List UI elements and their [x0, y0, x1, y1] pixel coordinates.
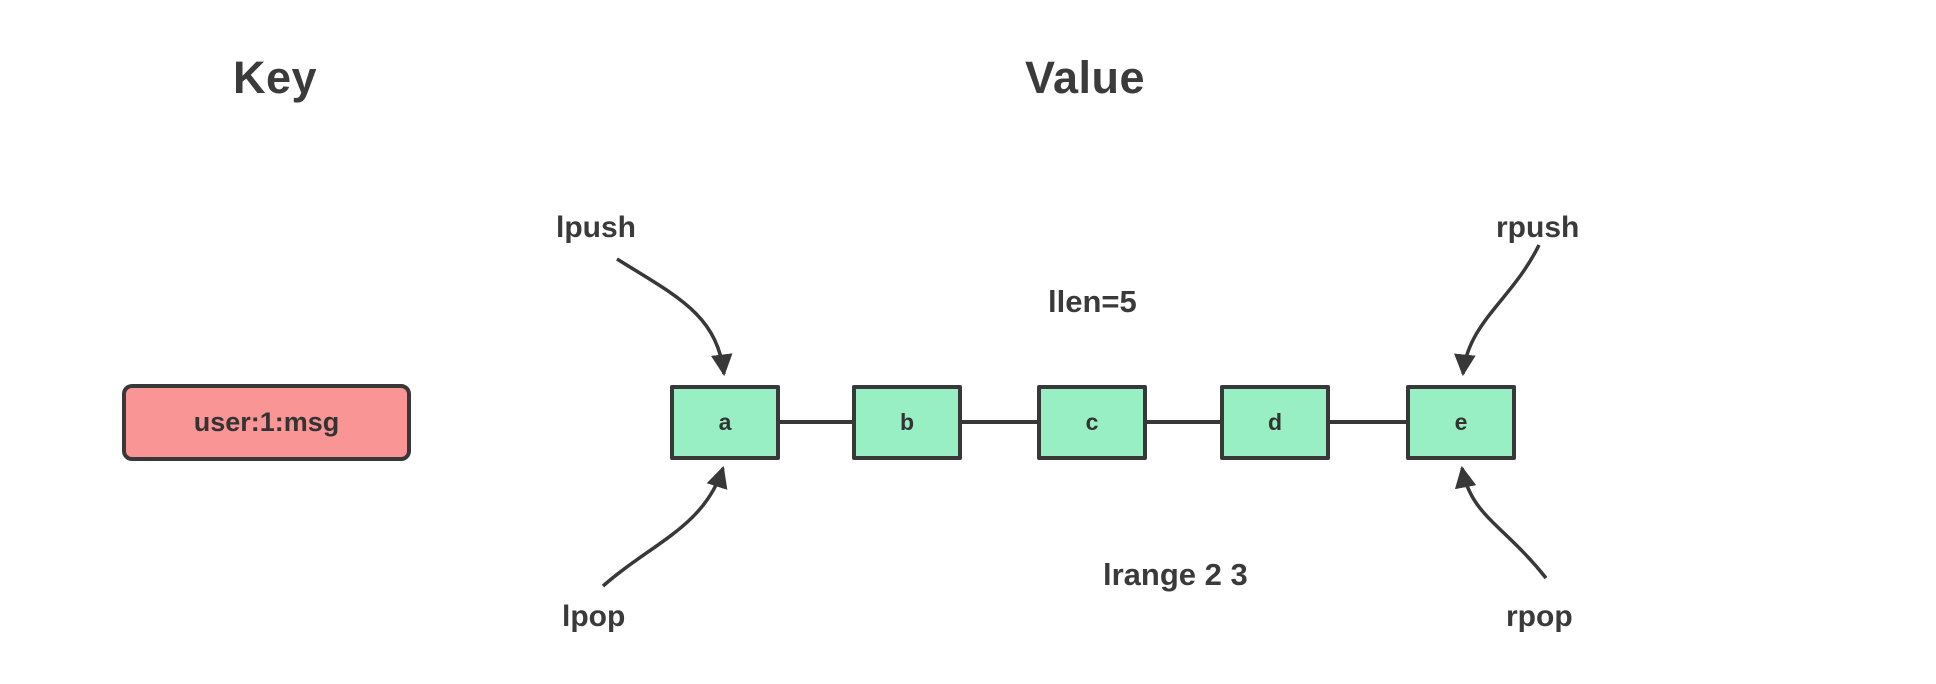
list-length-label: llen=5 [1048, 284, 1137, 319]
list-node-c: c [1037, 385, 1147, 460]
lpop-arrow [601, 465, 728, 588]
key-section-title: Key [232, 52, 318, 103]
value-section-title: Value [1024, 52, 1146, 103]
lpush-label: lpush [556, 211, 636, 244]
lpush-arrow [616, 257, 733, 377]
list-node-label: a [718, 409, 732, 435]
list-node-label: e [1454, 409, 1468, 435]
list-node-label: d [1267, 409, 1283, 435]
list-node-label: c [1085, 409, 1099, 435]
list-node-e: e [1406, 385, 1516, 460]
list-node-label: b [899, 409, 915, 435]
key-node-label: user:1:msg [193, 407, 340, 437]
list-node-d: d [1220, 385, 1330, 460]
list-range-label: lrange 2 3 [1103, 557, 1248, 592]
list-node-b: b [852, 385, 962, 460]
rpop-label: rpop [1506, 600, 1573, 633]
key-node: user:1:msg [122, 384, 411, 461]
list-node-a: a [670, 385, 780, 460]
rpush-label: rpush [1496, 211, 1580, 244]
rpush-arrow [1454, 244, 1541, 377]
lpop-label: lpop [562, 600, 626, 633]
rpop-arrow [1454, 465, 1548, 580]
